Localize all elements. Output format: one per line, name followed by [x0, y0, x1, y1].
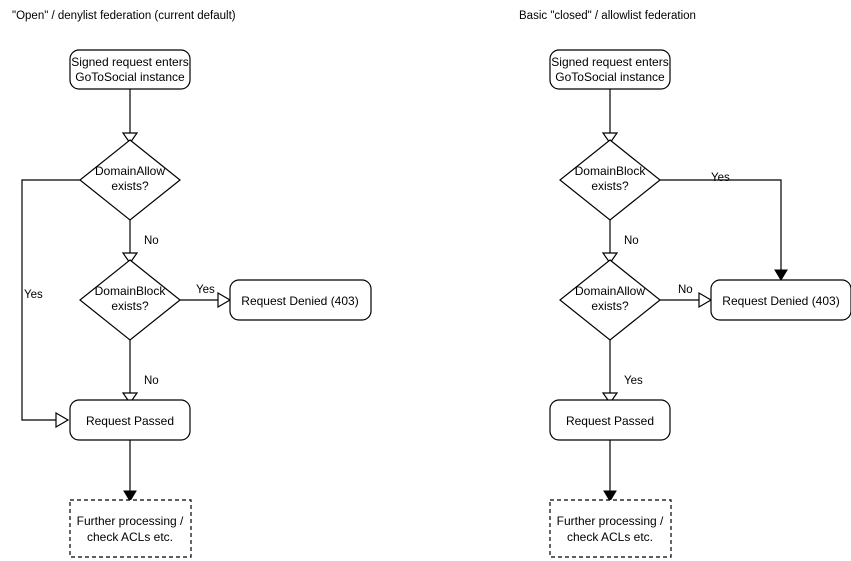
start-label-line1: Signed request enters [71, 55, 188, 69]
edge-domainallow-yes-to-passed: Yes [601, 340, 643, 405]
decision2-label-line2: exists? [111, 299, 149, 313]
node-request-denied-denylist: Request Denied (403) [229, 279, 372, 321]
arrowhead-filled [123, 490, 137, 502]
node-request-passed-denylist: Request Passed [69, 399, 191, 441]
node-decision-domainblock: DomainBlock exists? [559, 139, 661, 221]
start-label-line2: GoToSocial instance [555, 70, 665, 84]
edge-passed-to-further [603, 440, 617, 502]
edge-label-domainallow-no: No [678, 284, 693, 296]
column-denylist: "Open" / denylist federation (current de… [12, 10, 372, 558]
section-title-denylist: "Open" / denylist federation (current de… [12, 10, 236, 22]
decision1-label-line2: exists? [591, 179, 629, 193]
edge-domainallow-yes-to-passed: Yes [21, 179, 80, 429]
decision2-label-line1: DomainBlock [95, 284, 167, 298]
denied-box [229, 279, 372, 321]
decision1-label-line1: DomainAllow [95, 164, 165, 178]
node-further-processing-allowlist: Further processing / check ACLs etc. [549, 499, 672, 558]
column-allowlist: Basic "closed" / allowlist federation Si… [519, 10, 851, 558]
arrowhead-open [121, 252, 139, 265]
edge-label-domainblock-yes: Yes [711, 172, 730, 184]
denied-box [710, 279, 851, 321]
edge-domainblock-no-to-domainallow: No [601, 220, 639, 265]
edge-start-to-domainblock [601, 89, 619, 145]
node-decision-domainblock: DomainBlock exists? [79, 259, 181, 341]
node-further-processing-denylist: Further processing / check ACLs etc. [69, 499, 192, 558]
edge-passed-to-further [123, 440, 137, 502]
edge-domainallow-no-to-domainblock: No [121, 220, 159, 265]
arrowhead-open [121, 392, 139, 405]
start-label-line2: GoToSocial instance [75, 70, 185, 84]
edge-label-domainallow-no: No [144, 235, 159, 247]
edge-domainblock-yes-to-denied: Yes [180, 284, 232, 309]
arrowhead-open [601, 252, 619, 265]
further-label-line2: check ACLs etc. [567, 530, 653, 544]
arrowhead-filled [603, 490, 617, 502]
section-title-allowlist: Basic "closed" / allowlist federation [519, 10, 696, 22]
arrowhead-open [601, 392, 619, 405]
node-decision-domainallow: DomainAllow exists? [559, 259, 661, 341]
node-request-passed-allowlist: Request Passed [549, 399, 671, 441]
decision2-label-line1: DomainAllow [575, 284, 645, 298]
arrowhead-filled [774, 269, 788, 281]
edge-domainblock-yes-to-denied: Yes [660, 172, 788, 281]
decision1-label-line1: DomainBlock [575, 164, 647, 178]
further-label-line2: check ACLs etc. [87, 530, 173, 544]
edge-start-to-domainallow [121, 89, 139, 145]
further-box [69, 499, 192, 558]
arrowhead-open [121, 132, 139, 145]
node-decision-domainallow: DomainAllow exists? [79, 139, 181, 221]
further-label-line1: Further processing / [77, 514, 184, 528]
node-request-denied-allowlist: Request Denied (403) [710, 279, 851, 321]
edge-label-domainallow-yes: Yes [24, 289, 43, 301]
denied-label: Request Denied (403) [241, 294, 358, 308]
start-label-line1: Signed request enters [551, 55, 668, 69]
passed-label: Request Passed [566, 414, 654, 428]
further-box [549, 499, 672, 558]
node-start-allowlist: Signed request enters GoToSocial instanc… [549, 49, 671, 90]
edge-label-domainallow-yes: Yes [624, 375, 643, 387]
decision1-label-line2: exists? [111, 179, 149, 193]
arrowhead-open [217, 291, 232, 309]
denied-label: Request Denied (403) [722, 294, 839, 308]
further-label-line1: Further processing / [557, 514, 664, 528]
node-start-denylist: Signed request enters GoToSocial instanc… [69, 49, 191, 90]
decision2-label-line2: exists? [591, 299, 629, 313]
arrowhead-open [698, 291, 713, 309]
edge-label-domainblock-yes: Yes [196, 284, 215, 296]
passed-label: Request Passed [86, 414, 174, 428]
edge-domainallow-no-to-denied: No [660, 284, 713, 309]
edge-domainblock-no-to-passed: No [121, 340, 159, 405]
edge-label-domainblock-no: No [144, 375, 159, 387]
arrowhead-open [55, 411, 70, 429]
arrowhead-open [601, 132, 619, 145]
edge-label-domainblock-no: No [624, 235, 639, 247]
